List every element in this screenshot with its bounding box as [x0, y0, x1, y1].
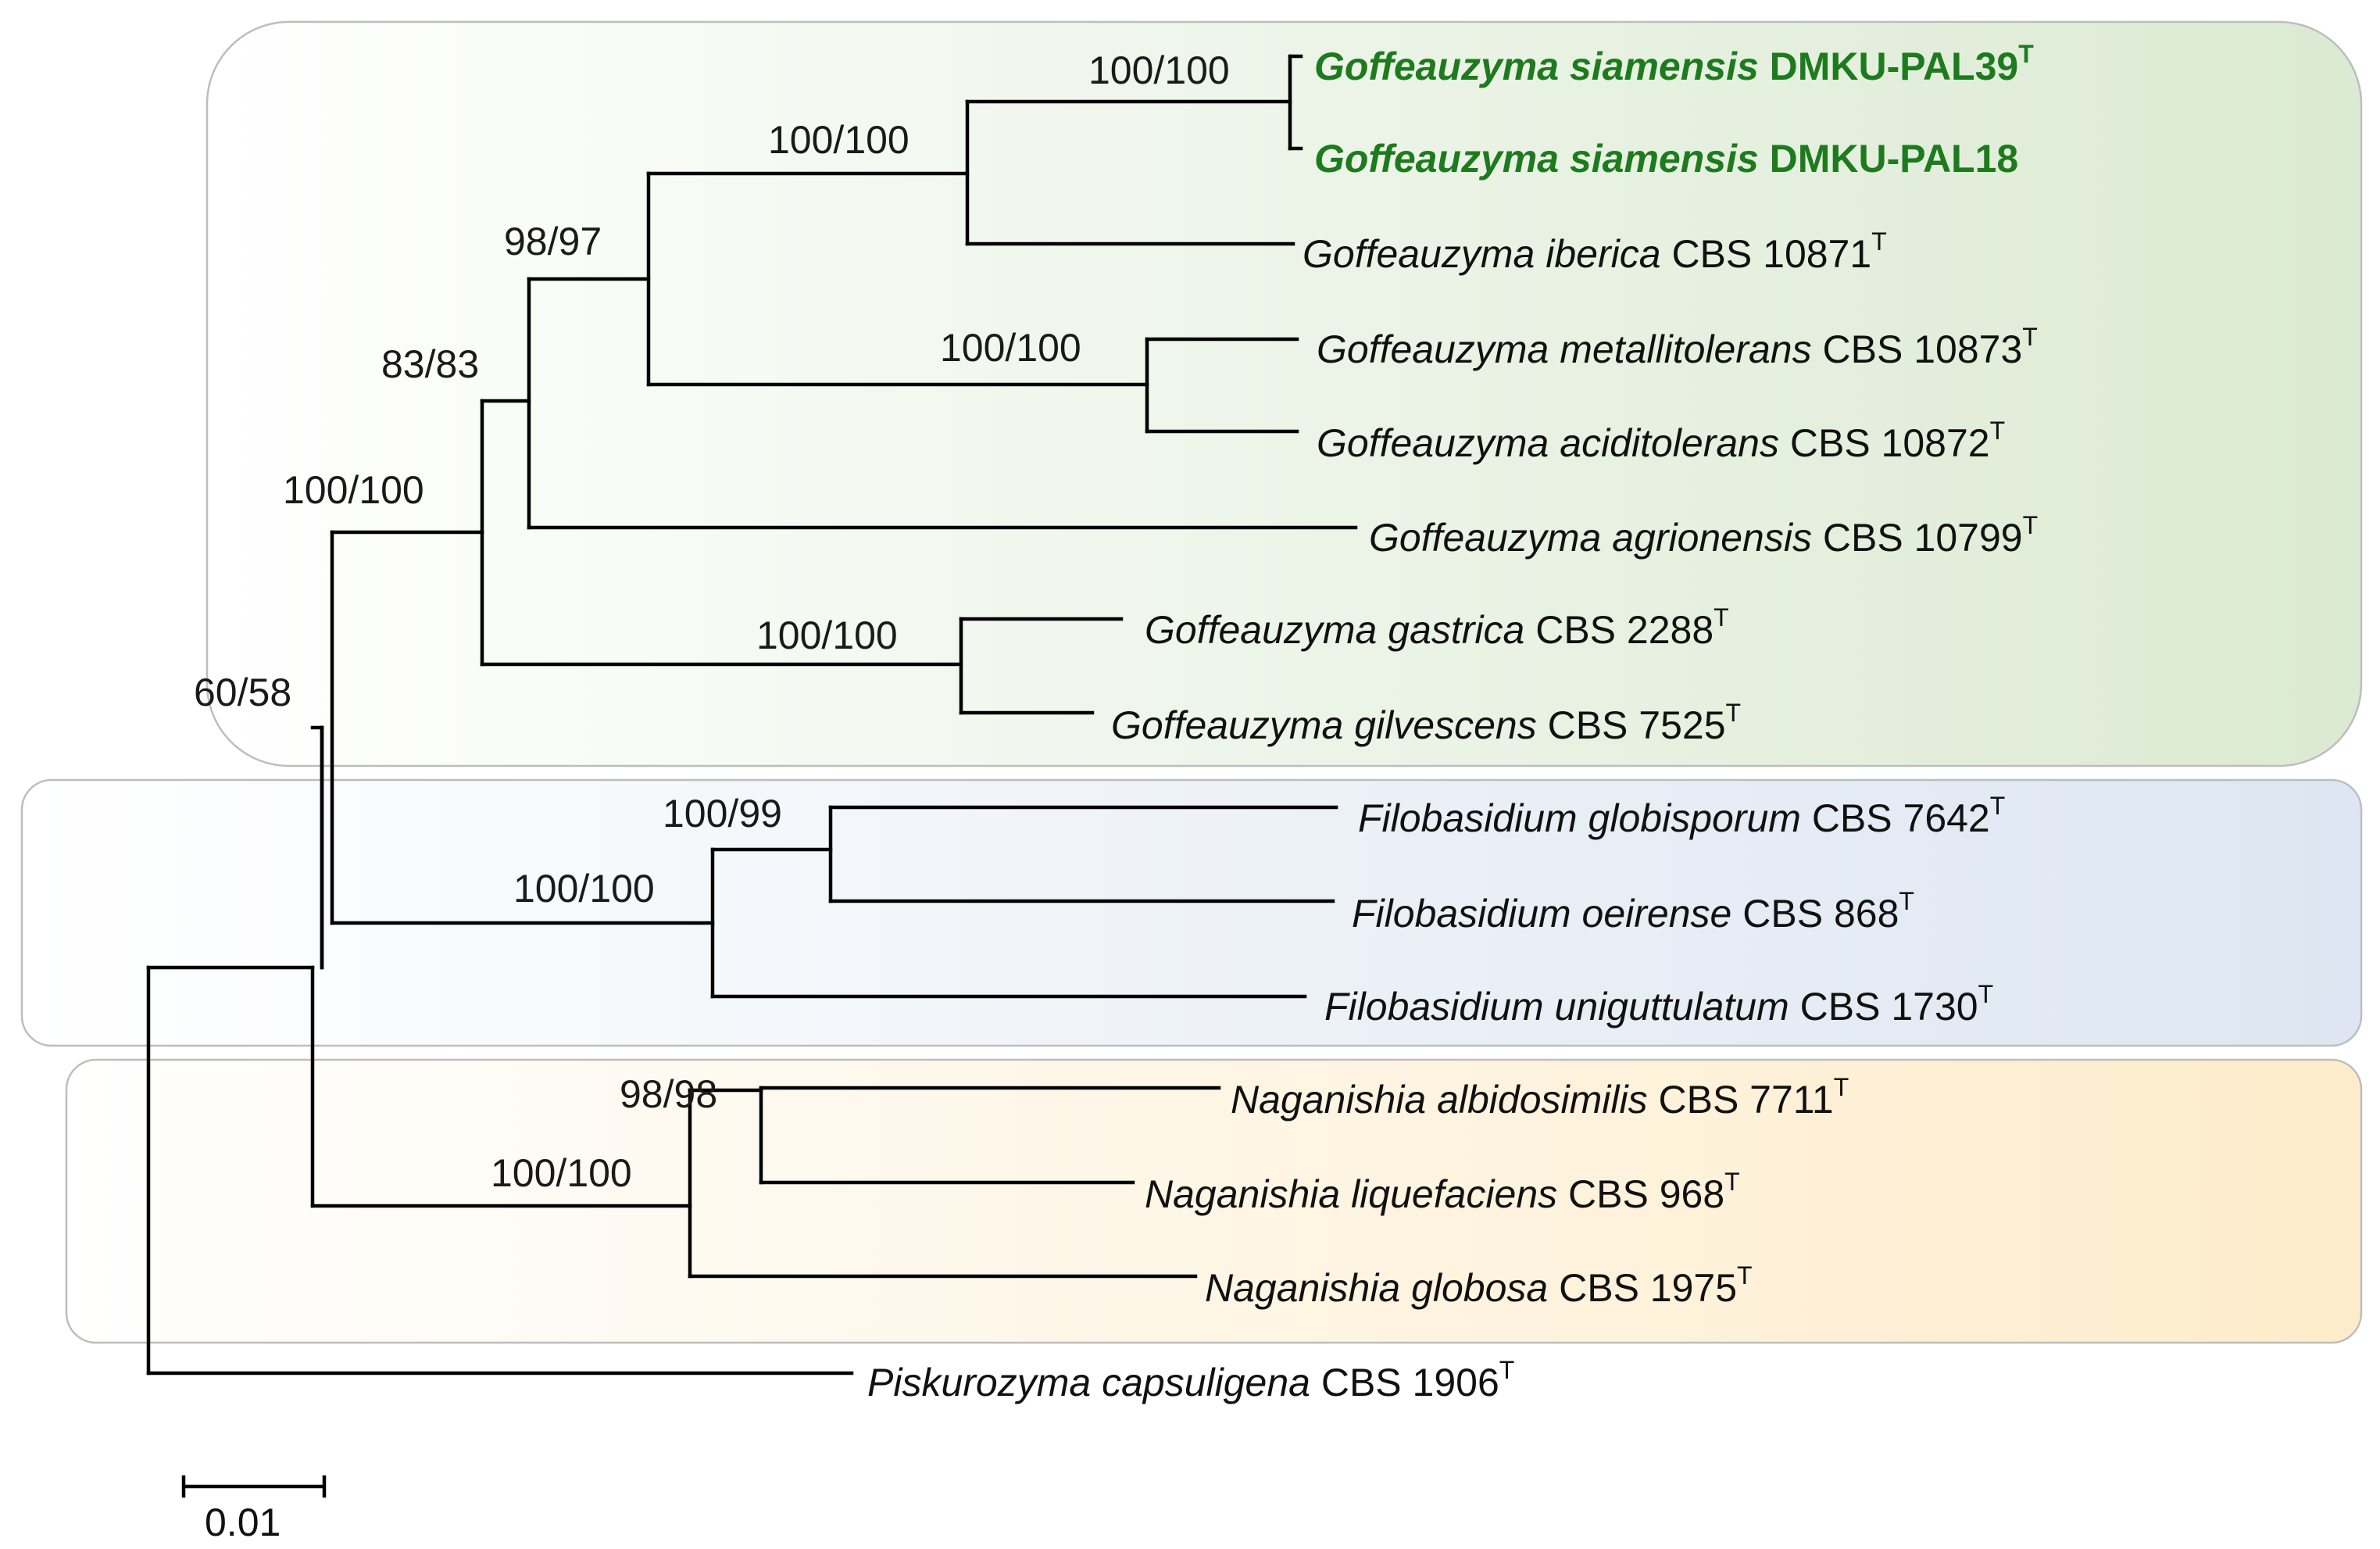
taxon-label: Piskurozyma capsuligena CBS 1906T — [867, 1356, 1514, 1404]
support-label: 98/98 — [620, 1072, 717, 1116]
taxon-strain: CBS 1975 — [1548, 1266, 1737, 1310]
support-values: 100/100 100/100 98/97 100/100 83/83 100/… — [194, 48, 1230, 1195]
taxon-strain: CBS 10871 — [1661, 232, 1872, 276]
taxon-strain: CBS 868 — [1731, 892, 1899, 935]
taxon-label: Goffeauzyma siamensis DMKU-PAL18 — [1314, 137, 2018, 181]
taxon-strain: CBS 7642 — [1801, 796, 1990, 840]
taxon-species: Goffeauzyma iberica — [1303, 232, 1661, 276]
taxon-label: Naganishia liquefaciens CBS 968T — [1145, 1168, 1740, 1216]
scale-bar: 0.01 — [181, 1475, 327, 1544]
taxon-label: Filobasidium oeirense CBS 868T — [1352, 887, 1914, 935]
type-strain-mark: T — [1871, 227, 1887, 256]
support-label: 98/97 — [504, 220, 602, 263]
taxon-label: Filobasidium uniguttulatum CBS 1730T — [1324, 980, 1993, 1028]
type-strain-mark: T — [1499, 1356, 1515, 1384]
type-strain-mark: T — [2022, 323, 2038, 351]
taxon-species: Filobasidium globisporum — [1358, 796, 1801, 840]
taxon-label: Goffeauzyma metallitolerans CBS 10873T — [1317, 323, 2038, 371]
scale-bar-line — [181, 1475, 327, 1498]
taxon-species: Goffeauzyma siamensis — [1314, 137, 1759, 181]
taxon-species: Goffeauzyma gilvescens — [1111, 703, 1537, 747]
support-label: 83/83 — [381, 342, 479, 386]
taxon-species: Filobasidium uniguttulatum — [1324, 985, 1789, 1028]
taxon-strain: CBS 10872 — [1779, 421, 1990, 465]
type-strain-mark: T — [1899, 887, 1914, 915]
taxon-species: Naganishia albidosimilis — [1231, 1078, 1648, 1122]
support-label: 100/100 — [756, 614, 898, 657]
taxon-label: Goffeauzyma agrionensis CBS 10799T — [1369, 511, 2038, 560]
taxon-strain: CBS 7525 — [1537, 703, 1726, 747]
clade-panel-naganishia — [65, 1058, 2363, 1344]
clade-panel-filobasidium — [20, 778, 2363, 1047]
type-strain-mark: T — [1978, 980, 1994, 1008]
type-strain-mark: T — [1990, 417, 2006, 445]
taxon-strain: CBS 10799 — [1812, 516, 2023, 560]
support-label: 100/99 — [663, 792, 782, 835]
taxon-species: Goffeauzyma aciditolerans — [1317, 421, 1779, 465]
taxon-species: Goffeauzyma siamensis — [1314, 45, 1759, 88]
taxon-species: Naganishia liquefaciens — [1145, 1172, 1557, 1216]
taxon-strain: CBS 2288 — [1524, 608, 1714, 652]
support-label: 100/100 — [283, 468, 424, 512]
taxon-strain: DMKU-PAL39 — [1759, 45, 2018, 88]
clade-panel-goffeauzyma — [205, 20, 2363, 767]
support-label: 100/100 — [768, 118, 909, 162]
taxon-species: Filobasidium oeirense — [1352, 892, 1731, 935]
taxon-label: Goffeauzyma aciditolerans CBS 10872T — [1317, 417, 2005, 465]
taxon-label: Filobasidium globisporum CBS 7642T — [1358, 792, 2005, 840]
taxon-strain: CBS 10873 — [1812, 327, 2023, 371]
taxon-species: Naganishia globosa — [1205, 1266, 1548, 1310]
scale-bar-label: 0.01 — [205, 1501, 281, 1544]
support-label: 60/58 — [194, 671, 291, 714]
type-strain-mark: T — [1714, 603, 1729, 631]
taxon-strain: CBS 7711 — [1648, 1078, 1834, 1122]
type-strain-mark: T — [1726, 699, 1742, 727]
type-strain-mark: T — [1990, 792, 2006, 820]
taxon-label: Goffeauzyma gilvescens CBS 7525T — [1111, 699, 1741, 747]
tree-branches — [146, 54, 1358, 1375]
taxon-strain: CBS 1906 — [1310, 1361, 1499, 1404]
taxon-label: Goffeauzyma siamensis DMKU-PAL39T — [1314, 40, 2034, 88]
taxon-label: Goffeauzyma gastrica CBS 2288T — [1145, 603, 1729, 652]
support-label: 100/100 — [940, 326, 1081, 370]
taxon-strain: CBS 968 — [1557, 1172, 1724, 1216]
taxon-label: Naganishia albidosimilis CBS 7711T — [1231, 1073, 1849, 1122]
taxon-strain: CBS 1730 — [1789, 985, 1978, 1028]
taxon-species: Goffeauzyma gastrica — [1145, 608, 1524, 652]
support-label: 100/100 — [491, 1151, 632, 1195]
taxon-species: Goffeauzyma metallitolerans — [1317, 327, 1812, 371]
type-strain-mark: T — [2018, 40, 2034, 68]
type-strain-mark: T — [2023, 511, 2039, 539]
type-strain-mark: T — [1834, 1073, 1849, 1101]
support-label: 100/100 — [513, 867, 655, 910]
taxon-species: Goffeauzyma agrionensis — [1369, 516, 1812, 560]
type-strain-mark: T — [1737, 1261, 1753, 1290]
support-label: 100/100 — [1088, 48, 1230, 92]
taxon-species: Piskurozyma capsuligena — [867, 1361, 1310, 1404]
taxon-strain: DMKU-PAL18 — [1759, 137, 2018, 181]
taxon-label: Naganishia globosa CBS 1975T — [1205, 1261, 1753, 1310]
taxon-label: Goffeauzyma iberica CBS 10871T — [1303, 227, 1887, 276]
taxon-labels: Goffeauzyma siamensis DMKU-PAL39T Goffea… — [867, 40, 2038, 1404]
type-strain-mark: T — [1724, 1168, 1740, 1196]
